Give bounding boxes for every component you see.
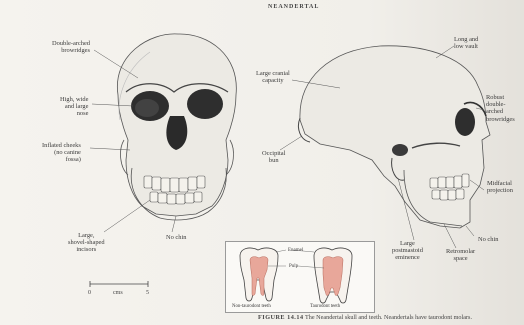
label-front-no-chin: No chin [166, 234, 186, 241]
label-inflated-cheeks: Inflated cheeks (no canine fossa) [42, 142, 81, 164]
scale-bar [90, 281, 148, 287]
label-side-no-chin: No chin [478, 236, 498, 243]
label-taurodont: Taurodont teeth [310, 303, 340, 310]
side-teeth [430, 174, 469, 200]
label-large-cranial-capacity: Large cranial capacity [256, 70, 290, 84]
label-occipital-bun: Occipital bun [262, 150, 285, 164]
side-skull [300, 46, 490, 228]
scale-five: 5 [146, 290, 149, 296]
label-double-arched-browridges: Double-arched browridges [52, 40, 90, 54]
label-enamel: Enamel [288, 247, 303, 254]
scale-unit: cms [113, 290, 123, 296]
front-teeth [144, 176, 205, 204]
right-orbit [187, 89, 223, 119]
taurodont-tooth [314, 248, 352, 303]
ear-opening [392, 144, 408, 156]
label-postmastoid-eminence: Large postmastoid eminence [392, 240, 423, 262]
label-high-wide-nose: High, wide and large nose [60, 96, 88, 118]
figure-number: FIGURE 14.14 [258, 314, 304, 321]
figure-caption-text: The Neandertal skull and teeth. Neandert… [305, 314, 472, 321]
teeth-inset: Enamel Pulp Non-taurodont teeth Taurodon… [225, 241, 375, 313]
figure-caption: FIGURE 14.14 The Neandertal skull and te… [258, 314, 472, 321]
label-non-taurodont: Non-taurodont teeth [232, 303, 271, 310]
label-pulp: Pulp [289, 263, 298, 270]
side-orbit [455, 108, 475, 136]
label-long-low-vault: Long and low vault [454, 36, 478, 50]
scale-zero: 0 [88, 290, 91, 296]
label-robust-browridges: Robust double- arched browridges [486, 94, 515, 123]
label-midfacial-projection: Midfacial projection [487, 180, 513, 194]
non-taurodont-tooth [240, 248, 278, 301]
label-retromolar-space: Retromolar space [446, 248, 475, 262]
label-shovel-incisors: Large, shovel-shaped incisors [68, 232, 105, 254]
